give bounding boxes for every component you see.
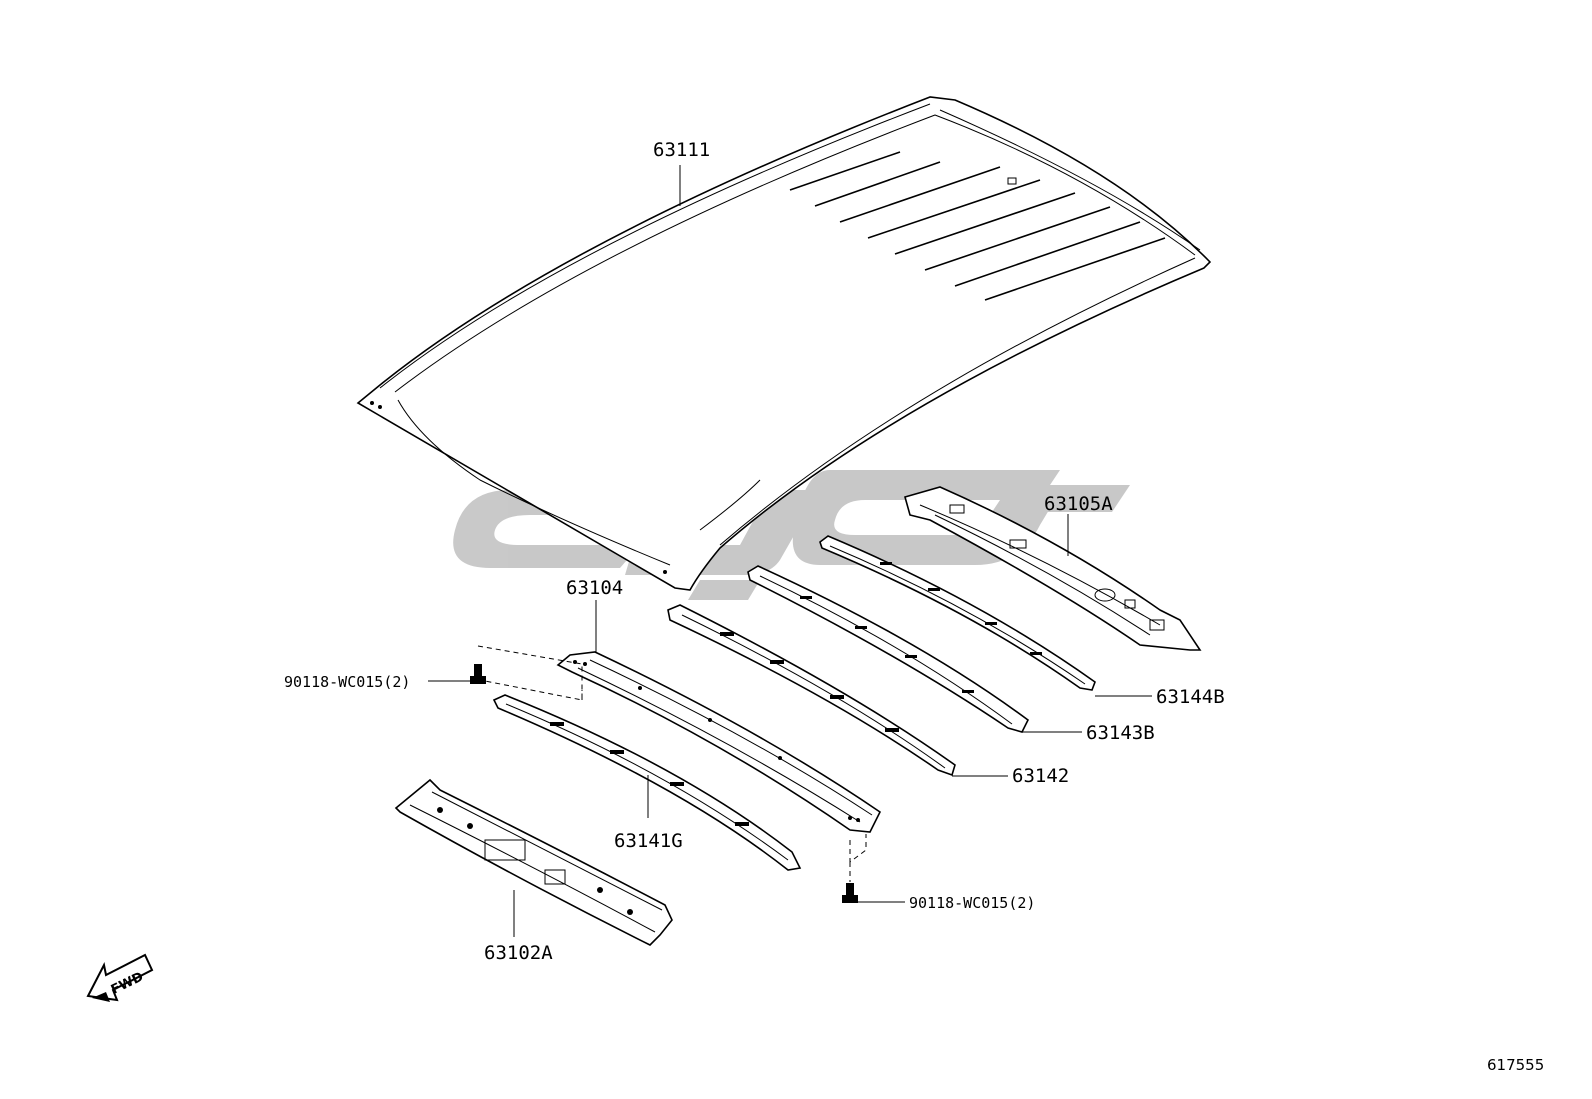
windshield-header-panel[interactable] [394, 778, 673, 946]
part-number-63102A: 63102A [484, 942, 553, 964]
part-number-63141G: 63141G [614, 830, 683, 852]
roof-bow-no1[interactable] [492, 694, 802, 871]
part-number-63144B: 63144B [1156, 686, 1225, 708]
roof-panel-reinforcement[interactable] [904, 486, 1202, 651]
part-number-63111: 63111 [653, 139, 710, 161]
part-number-63143B: 63143B [1086, 722, 1155, 744]
bolt-label-left: 90118-WC015(2) [284, 673, 410, 691]
bolt-left[interactable] [470, 664, 486, 684]
diagram-id: 617555 [1487, 1056, 1544, 1074]
roof-panel[interactable] [356, 96, 1212, 591]
roof-bow-no3[interactable] [747, 565, 1030, 733]
bolt-right[interactable] [842, 883, 858, 903]
roof-bow-no4[interactable] [819, 535, 1096, 691]
roof-bow-no2[interactable] [667, 604, 956, 777]
roof-front-header[interactable] [556, 651, 882, 833]
bolt-label-right: 90118-WC015(2) [909, 894, 1035, 912]
part-number-63105A: 63105A [1044, 493, 1113, 515]
part-number-63104: 63104 [566, 577, 623, 599]
part-number-63142: 63142 [1012, 765, 1069, 787]
forward-arrow-icon: FWD [86, 953, 154, 1002]
